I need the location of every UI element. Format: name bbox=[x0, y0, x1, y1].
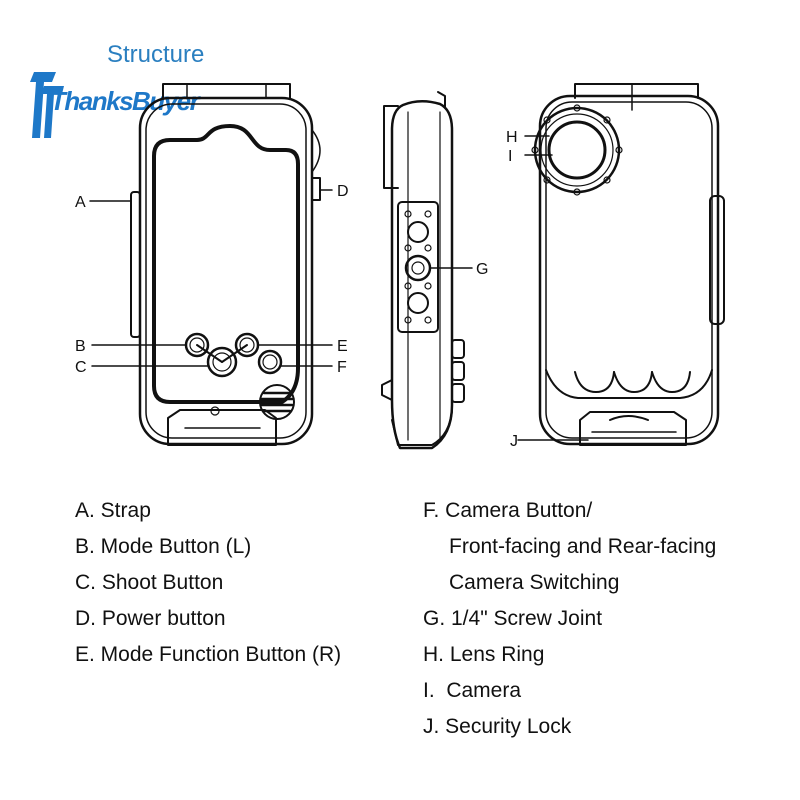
callout-lines bbox=[89, 135, 589, 441]
brand-logo: ThanksBuyer bbox=[30, 68, 200, 158]
back-view bbox=[531, 83, 725, 446]
lens-ring bbox=[531, 104, 623, 196]
legend-item-camera-button-line2: Front-facing and Rear-facing bbox=[449, 535, 717, 558]
front-view bbox=[130, 83, 321, 446]
legend-item-camera-button-line3: Camera Switching bbox=[449, 571, 620, 594]
legend-item-shoot-button: C. Shoot Button bbox=[75, 571, 224, 594]
callout-e: E bbox=[337, 338, 348, 355]
device-structure-diagram: A D B C E F G H I J bbox=[75, 83, 725, 450]
front-button-cluster bbox=[184, 332, 283, 378]
callout-c: C bbox=[75, 359, 87, 376]
callout-g: G bbox=[476, 261, 488, 278]
callout-j: J bbox=[510, 433, 518, 450]
legend-item-camera-button: F. Camera Button/ bbox=[423, 499, 593, 522]
legend-item-screw-joint: G. 1/4" Screw Joint bbox=[423, 607, 603, 630]
logo-wordmark: ThanksBuyer bbox=[50, 86, 200, 116]
legend-item-camera: I. Camera bbox=[423, 679, 522, 702]
legend-item-mode-function-button-r: E. Mode Function Button (R) bbox=[75, 643, 342, 666]
callout-h: H bbox=[506, 129, 518, 146]
callout-f: F bbox=[337, 359, 347, 376]
legend-item-security-lock: J. Security Lock bbox=[423, 715, 572, 738]
legend-item-power-button: D. Power button bbox=[75, 607, 226, 630]
callout-a: A bbox=[75, 194, 86, 211]
legend-item-mode-button-l: B. Mode Button (L) bbox=[75, 535, 252, 558]
callout-b: B bbox=[75, 338, 86, 355]
logo-mark-icon bbox=[30, 72, 64, 138]
callout-d: D bbox=[337, 183, 349, 200]
back-rollers bbox=[574, 371, 691, 393]
side-view bbox=[381, 91, 465, 450]
legend-item-strap: A. Strap bbox=[75, 499, 151, 522]
callout-i: I bbox=[508, 148, 512, 165]
diagram-title: Structure bbox=[107, 41, 205, 68]
legend-item-lens-ring: H. Lens Ring bbox=[423, 643, 545, 666]
